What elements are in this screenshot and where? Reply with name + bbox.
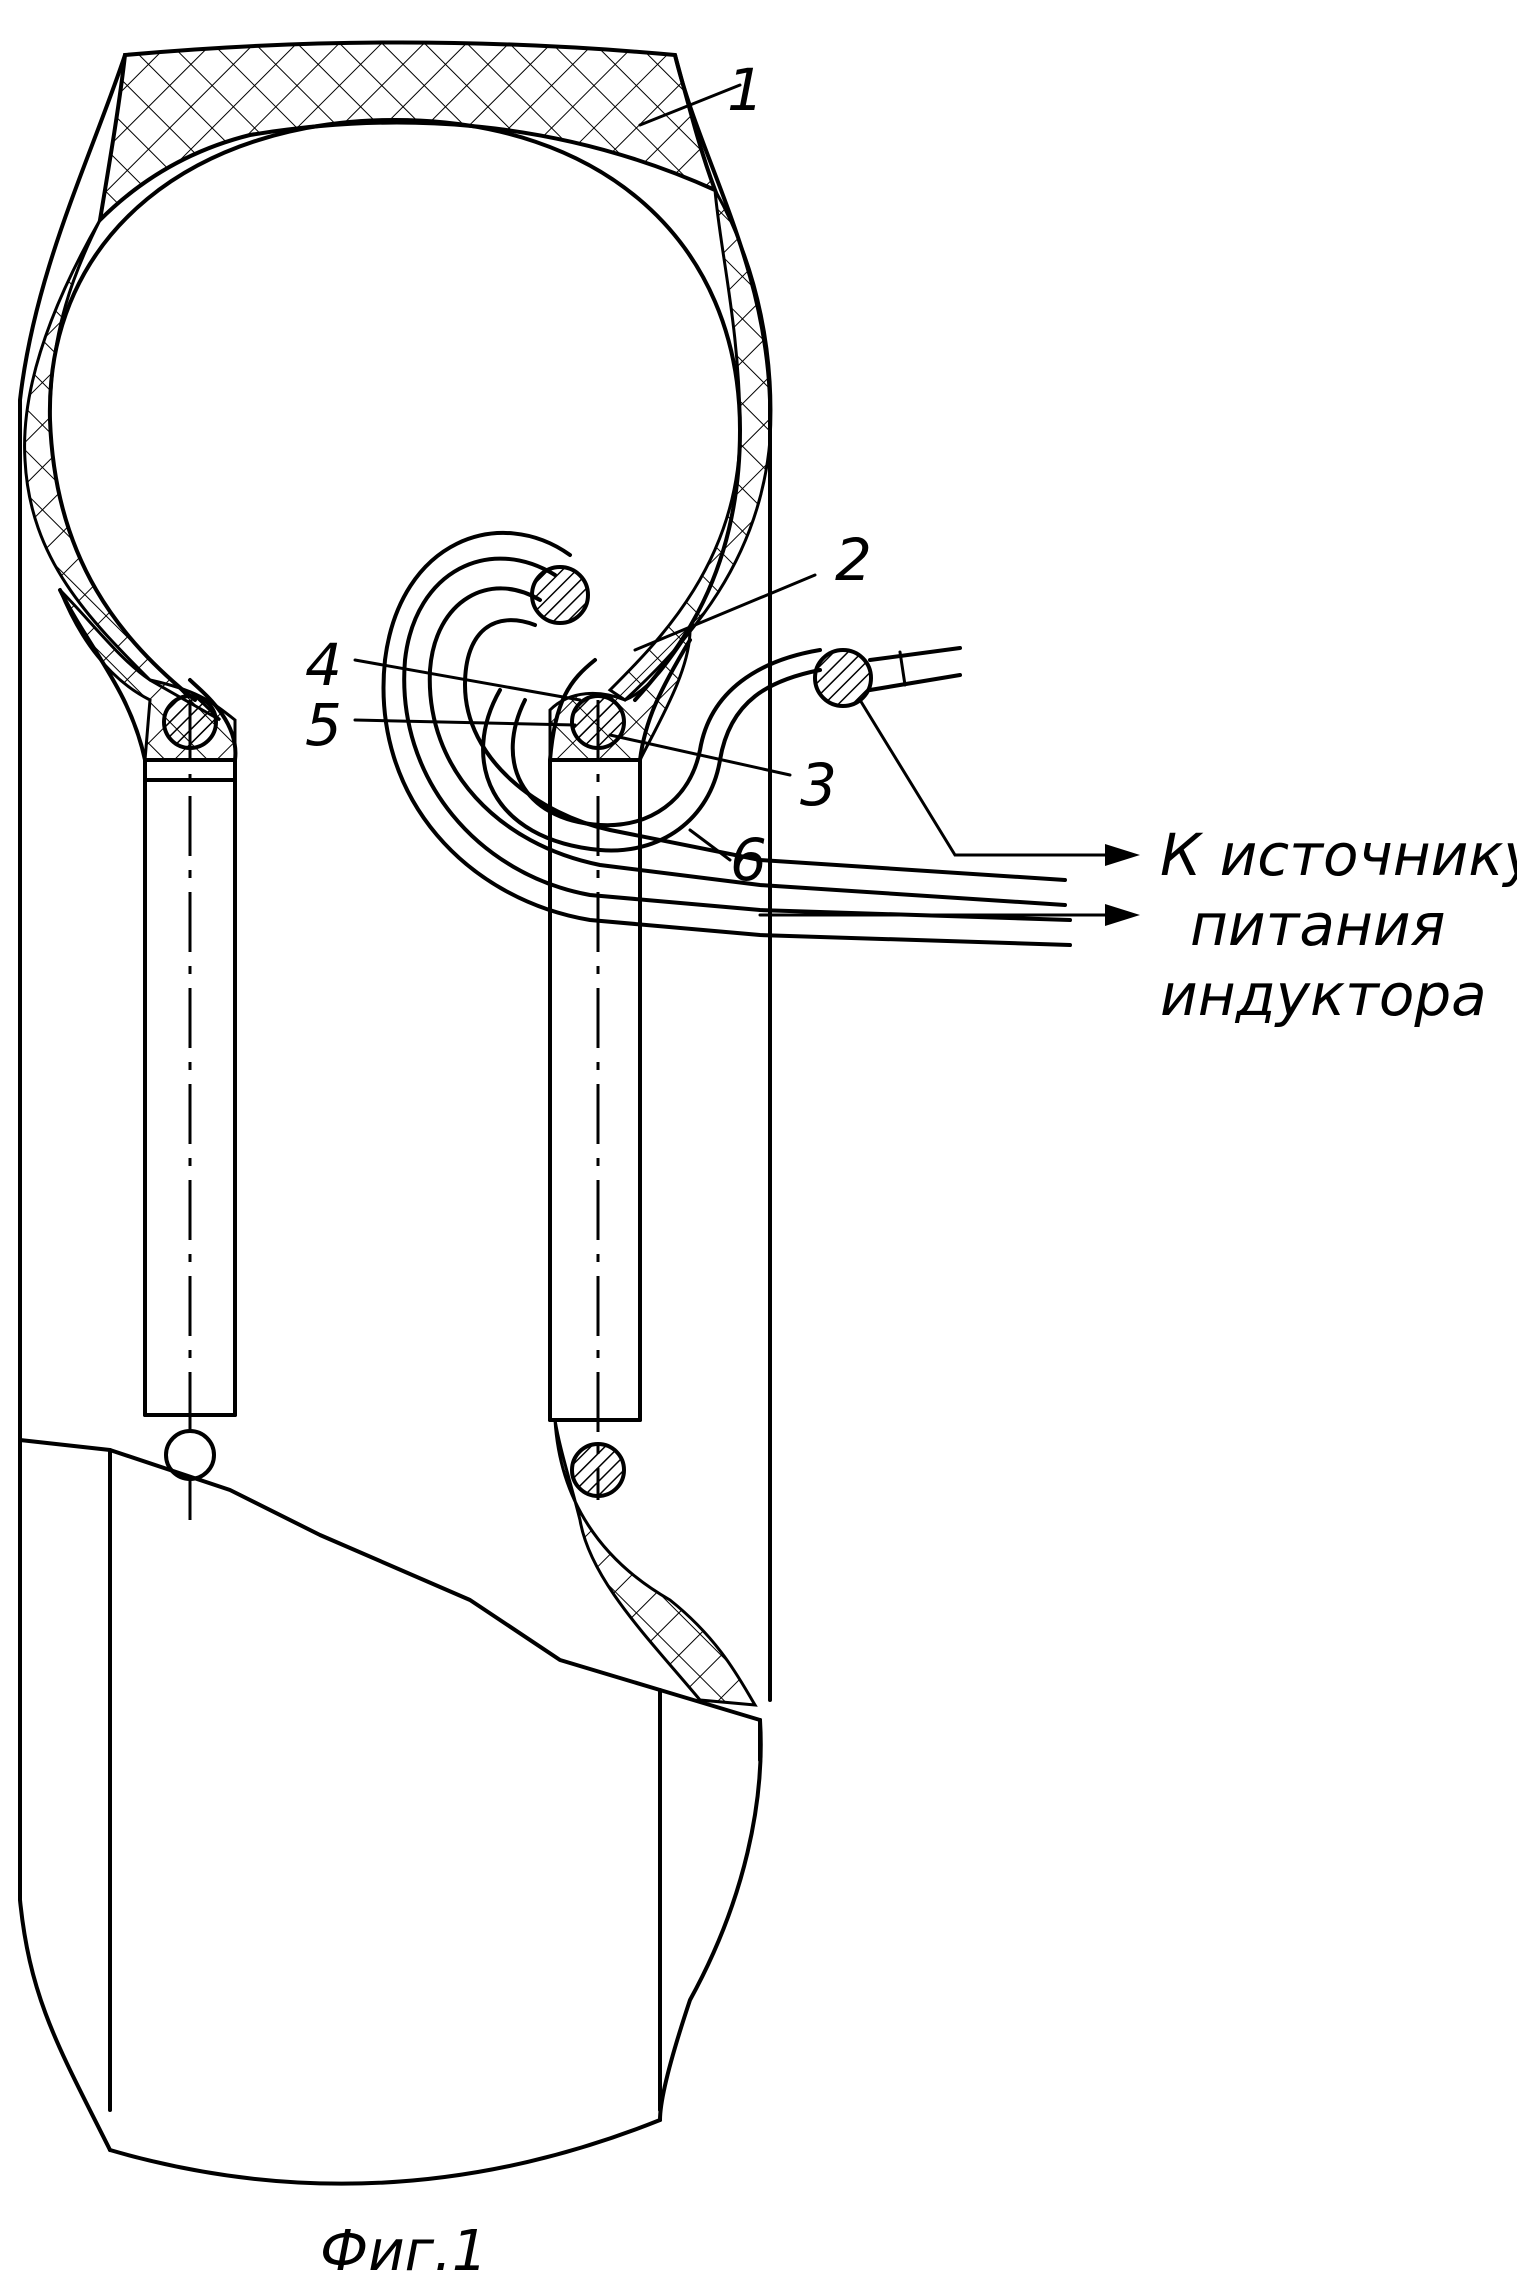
label-4: 4 xyxy=(305,631,342,699)
supply-arrow-head-2 xyxy=(1105,904,1140,926)
label-6: 6 xyxy=(730,826,767,894)
label-1: 1 xyxy=(727,56,764,124)
supply-leader-line xyxy=(860,700,1120,855)
label-2: 2 xyxy=(835,526,872,594)
coil-terminal-upper xyxy=(532,567,588,623)
feed-pipe-lower xyxy=(870,675,960,690)
leader-6 xyxy=(690,830,730,860)
coil-terminal-right xyxy=(815,650,871,706)
tread-band-1 xyxy=(100,43,715,221)
note-line-2: питания xyxy=(1190,891,1445,959)
carcass-right-wall xyxy=(610,190,771,700)
note-line-1: К источнику xyxy=(1160,821,1517,889)
carcass-left-wall xyxy=(25,220,220,720)
figure-caption: Фиг.1 xyxy=(320,2219,487,2284)
label-5: 5 xyxy=(305,691,342,759)
supply-arrow-head-1 xyxy=(1105,844,1140,866)
feed-pipe-upper xyxy=(870,648,960,660)
label-3: 3 xyxy=(800,751,837,819)
note-line-3: индуктора xyxy=(1160,961,1487,1029)
tire-lower-right-contour xyxy=(660,1720,761,2120)
tire-bottom-contour xyxy=(110,2120,660,2184)
broken-section-line xyxy=(20,1440,760,1720)
leader-2 xyxy=(635,575,815,650)
right-lower-bead-wire xyxy=(572,1444,624,1496)
